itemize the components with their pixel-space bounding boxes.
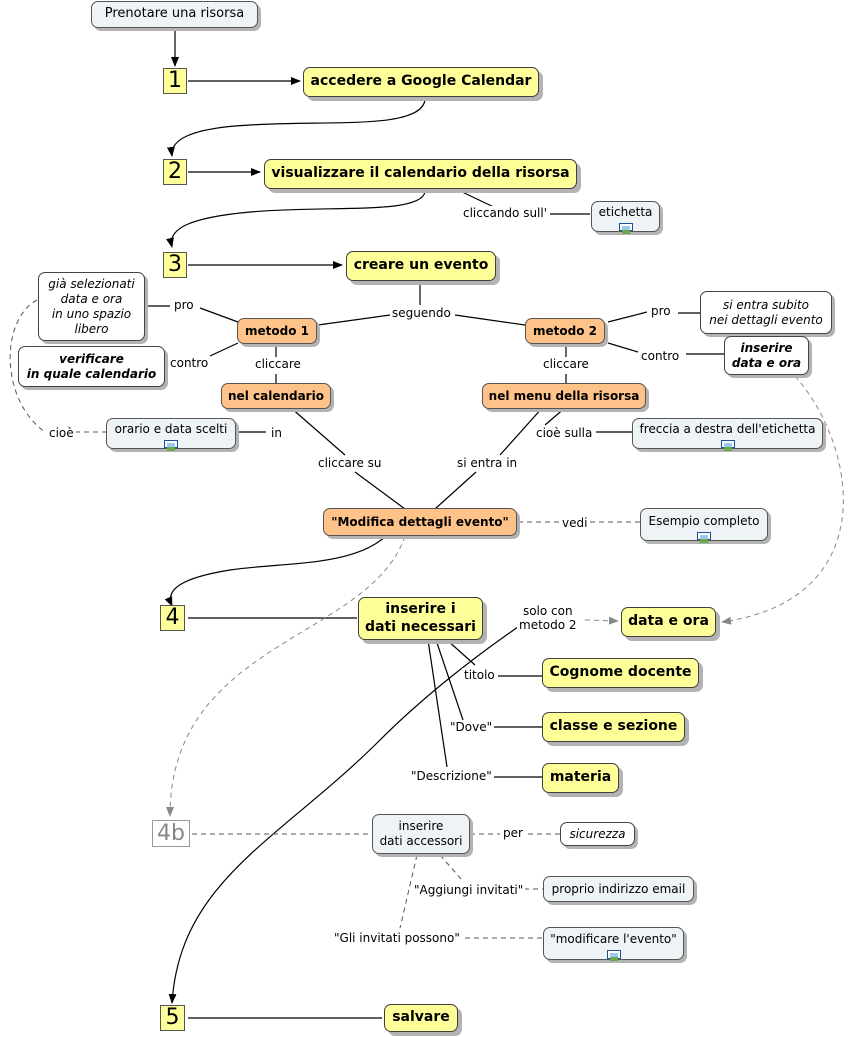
link-label-in: in xyxy=(269,426,284,441)
link-label-pro-1: pro xyxy=(172,298,196,313)
node-indirizzo-email: proprio indirizzo email xyxy=(543,876,694,902)
link-label-contro-2: contro xyxy=(639,349,682,364)
link-label-vedi: vedi xyxy=(560,516,590,531)
root-node: Prenotare una risorsa xyxy=(91,1,258,28)
link-label-invitati-possono: "Gli invitati possono" xyxy=(332,931,462,946)
node-data-e-ora: data e ora xyxy=(621,607,716,637)
node-freccia-etichetta: freccia a destra dell'etichetta xyxy=(632,418,823,451)
node-materia: materia xyxy=(542,763,619,793)
node-creare-evento: creare un evento xyxy=(346,251,496,281)
link-label-si-entra-in: si entra in xyxy=(455,456,520,471)
node-gia-selezionati: già selezionati data e ora in uno spazio… xyxy=(38,272,145,341)
node-etichetta: etichetta xyxy=(591,201,660,234)
image-icon[interactable] xyxy=(720,440,735,451)
link-label-cliccando: cliccando sull' xyxy=(461,206,550,221)
node-inserire-dati-necessari: inserire i dati necessari xyxy=(358,597,483,640)
link-label-cioe: cioè xyxy=(47,426,76,441)
step-1: 1 xyxy=(163,68,187,94)
node-inserire-data-ora: inserire data e ora xyxy=(724,336,809,375)
node-verificare-calendario: verificare in quale calendario xyxy=(18,346,165,387)
link-label-per: per xyxy=(501,826,525,841)
image-icon[interactable] xyxy=(697,532,711,543)
node-modificare-evento: "modificare l'evento" xyxy=(543,927,684,961)
link-label-solo-con-metodo-2: solo con metodo 2 xyxy=(517,604,579,633)
link-label-aggiungi-invitati: "Aggiungi invitati" xyxy=(412,883,526,898)
link-label-cliccare-2: cliccare xyxy=(541,357,591,372)
node-modifica-dettagli-evento: "Modifica dettagli evento" xyxy=(323,508,517,536)
node-si-entra-subito: si entra subito nei dettagli evento xyxy=(700,291,832,334)
image-icon[interactable] xyxy=(164,440,178,451)
node-classe-sezione: classe e sezione xyxy=(542,712,685,742)
node-cognome-docente: Cognome docente xyxy=(542,658,699,688)
link-label-pro-2: pro xyxy=(649,304,673,319)
node-google-calendar: accedere a Google Calendar xyxy=(303,67,539,97)
node-metodo-2: metodo 2 xyxy=(525,318,605,344)
link-label-cliccare-su: cliccare su xyxy=(316,456,384,471)
node-visualizzare-calendario: visualizzare il calendario della risorsa xyxy=(264,159,577,189)
step-4: 4 xyxy=(160,605,185,631)
step-5: 5 xyxy=(160,1005,185,1031)
node-nel-calendario: nel calendario xyxy=(221,383,331,409)
node-nel-menu-risorsa: nel menu della risorsa xyxy=(482,383,646,409)
node-orario-data-scelti: orario e data scelti xyxy=(106,418,236,451)
link-label-seguendo: seguendo xyxy=(390,306,453,321)
node-esempio-completo: Esempio completo xyxy=(640,508,768,543)
link-label-contro-1: contro xyxy=(168,356,211,371)
step-2: 2 xyxy=(163,159,187,185)
node-sicurezza: sicurezza xyxy=(560,822,635,846)
link-label-dove: "Dove" xyxy=(448,720,495,735)
node-salvare: salvare xyxy=(384,1004,458,1032)
step-3: 3 xyxy=(163,252,187,278)
image-icon[interactable] xyxy=(618,223,633,234)
image-icon[interactable] xyxy=(606,950,621,961)
link-label-cioe-sulla: cioè sulla xyxy=(534,426,595,441)
link-label-cliccare-1: cliccare xyxy=(253,357,303,372)
step-4b: 4b xyxy=(152,820,190,847)
node-metodo-1: metodo 1 xyxy=(237,318,317,344)
link-label-titolo: titolo xyxy=(462,668,497,683)
link-label-descrizione: "Descrizione" xyxy=(409,769,494,784)
node-dati-accessori: inserire dati accessori xyxy=(372,814,470,854)
